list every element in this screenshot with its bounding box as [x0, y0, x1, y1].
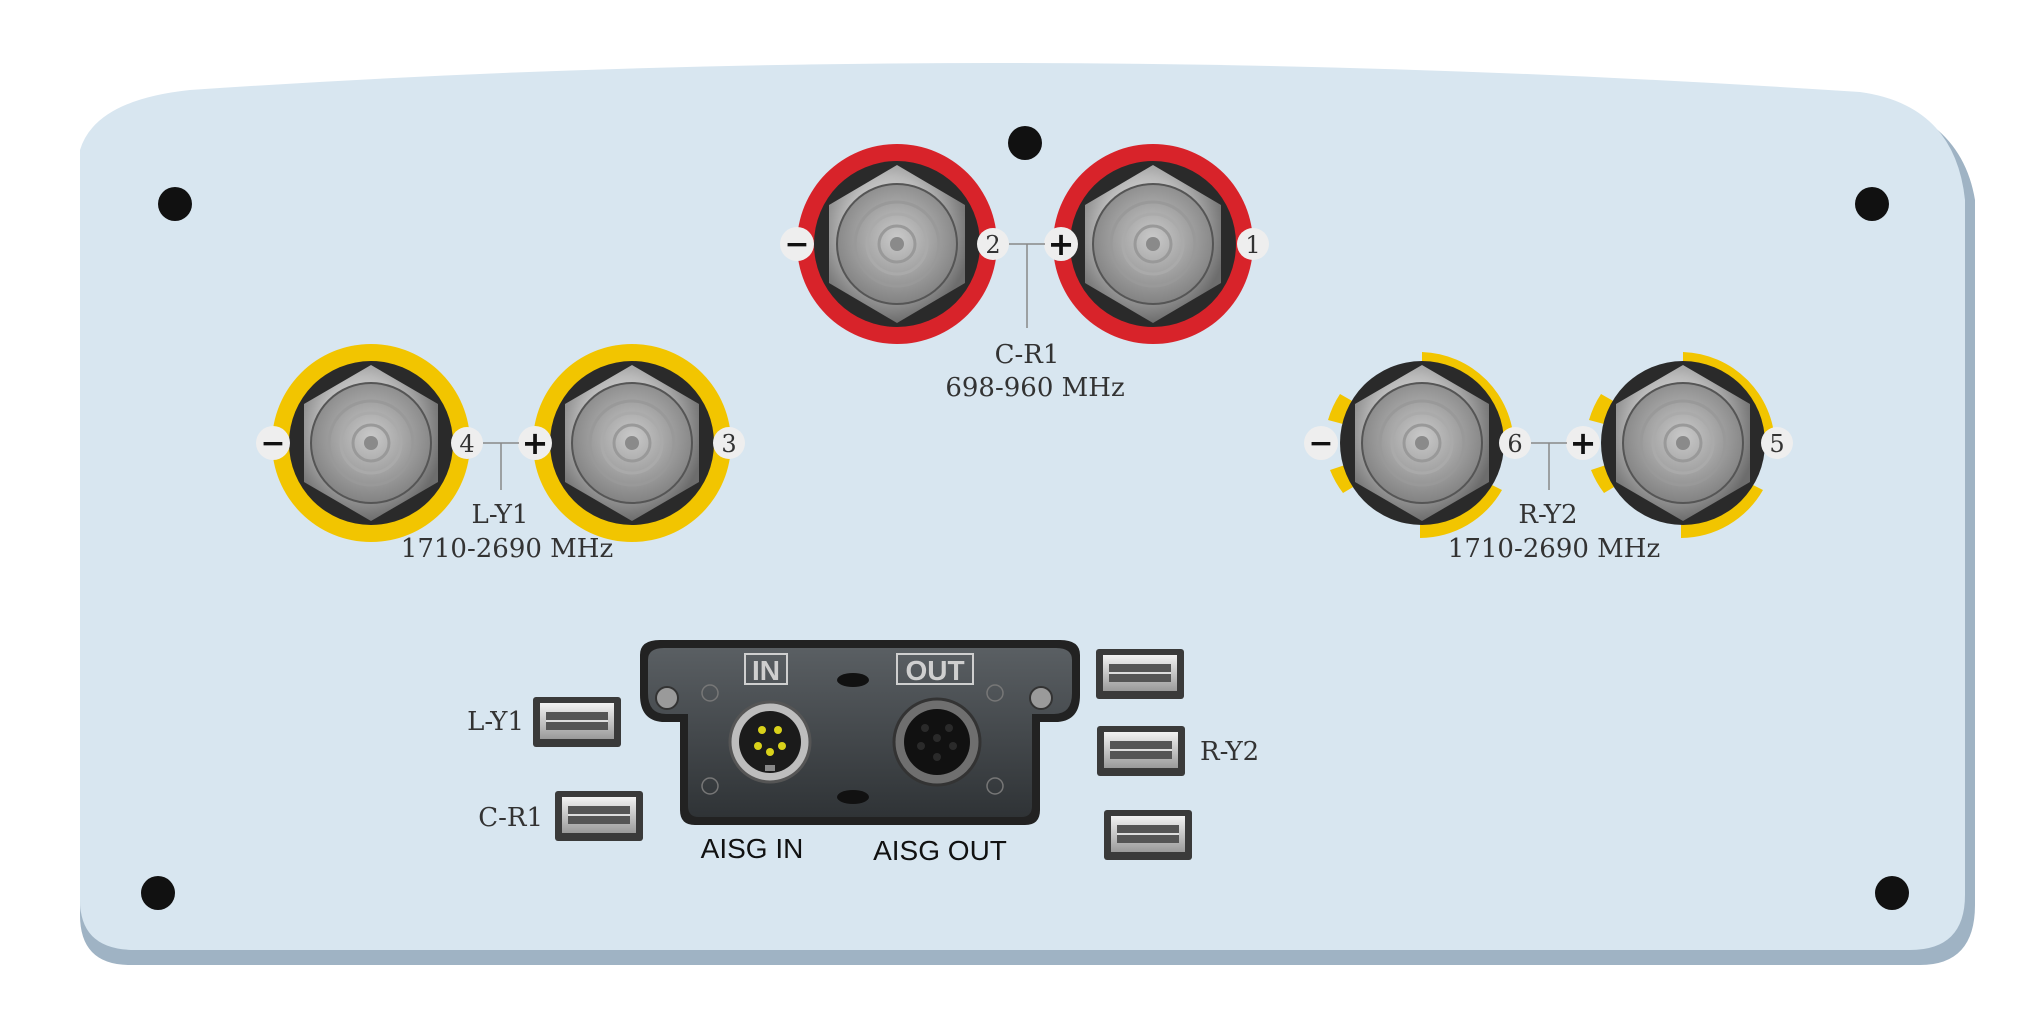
connector-port-4[interactable] [272, 344, 470, 542]
plus-symbol: + [1048, 225, 1075, 263]
port-number-badge [977, 228, 1009, 260]
port-number-badge [1499, 427, 1531, 459]
minus-symbol: − [1308, 426, 1333, 461]
band-name-center: C-R1 [995, 340, 1060, 370]
mounting-hole [1008, 126, 1042, 160]
connector-port-5[interactable] [1589, 352, 1775, 538]
port-number-4: 4 [459, 430, 474, 458]
band-name-right: R-Y2 [1518, 500, 1577, 530]
connector-port-6[interactable] [1327, 352, 1514, 538]
rcu-label-right-middle: R-Y2 [1200, 737, 1259, 767]
port-number-3: 3 [721, 430, 736, 458]
port-number-5: 5 [1769, 430, 1784, 458]
rcu-label-left-bottom: C-R1 [478, 803, 543, 833]
band-freq-right: 1710-2690 MHz [1448, 534, 1660, 564]
aisg-out-tag: OUT [905, 655, 964, 686]
minus-symbol: − [260, 426, 285, 461]
rcu-unit-left-bottom[interactable] [555, 791, 643, 841]
rcu-unit-right-middle[interactable] [1097, 726, 1185, 776]
connector-port-3[interactable] [533, 344, 731, 542]
plus-marker [1044, 227, 1078, 261]
rcu-unit-right-bottom[interactable] [1104, 810, 1192, 860]
mounting-hole [1875, 876, 1909, 910]
aisg-out-connector[interactable] [892, 697, 982, 787]
port-number-6: 6 [1507, 430, 1522, 458]
plus-symbol: + [1570, 424, 1597, 462]
port-number-badge [713, 427, 745, 459]
band-freq-center: 698-960 MHz [945, 373, 1124, 403]
rcu-unit-left-top[interactable] [533, 697, 621, 747]
plus-marker [518, 426, 552, 460]
aisg-in-connector[interactable] [728, 700, 812, 784]
mounting-hole [1855, 187, 1889, 221]
mounting-hole [158, 187, 192, 221]
aisg-in-label: AISG IN [701, 833, 804, 864]
connector-port-2[interactable] [797, 144, 997, 344]
minus-symbol: − [784, 227, 809, 262]
minus-marker [256, 426, 290, 460]
rcu-unit-right-top[interactable] [1096, 649, 1184, 699]
band-name-left: L-Y1 [472, 500, 529, 530]
aisg-in-tag-box [744, 653, 788, 685]
port-number-2: 2 [985, 231, 1000, 259]
minus-marker [1304, 426, 1338, 460]
port-number-badge [1237, 228, 1269, 260]
plus-marker [1566, 426, 1600, 460]
rcu-label-left-top: L-Y1 [467, 707, 524, 737]
plus-symbol: + [522, 424, 549, 462]
connector-port-1[interactable] [1053, 144, 1253, 344]
band-freq-left: 1710-2690 MHz [401, 534, 613, 564]
port-number-1: 1 [1245, 231, 1260, 259]
mounting-hole [141, 876, 175, 910]
aisg-module [640, 640, 1080, 825]
minus-marker [780, 227, 814, 261]
aisg-in-tag: IN [752, 655, 780, 686]
port-number-badge [1761, 427, 1793, 459]
aisg-out-label: AISG OUT [873, 835, 1007, 866]
port-number-badge [451, 427, 483, 459]
aisg-out-tag-box [896, 653, 974, 685]
